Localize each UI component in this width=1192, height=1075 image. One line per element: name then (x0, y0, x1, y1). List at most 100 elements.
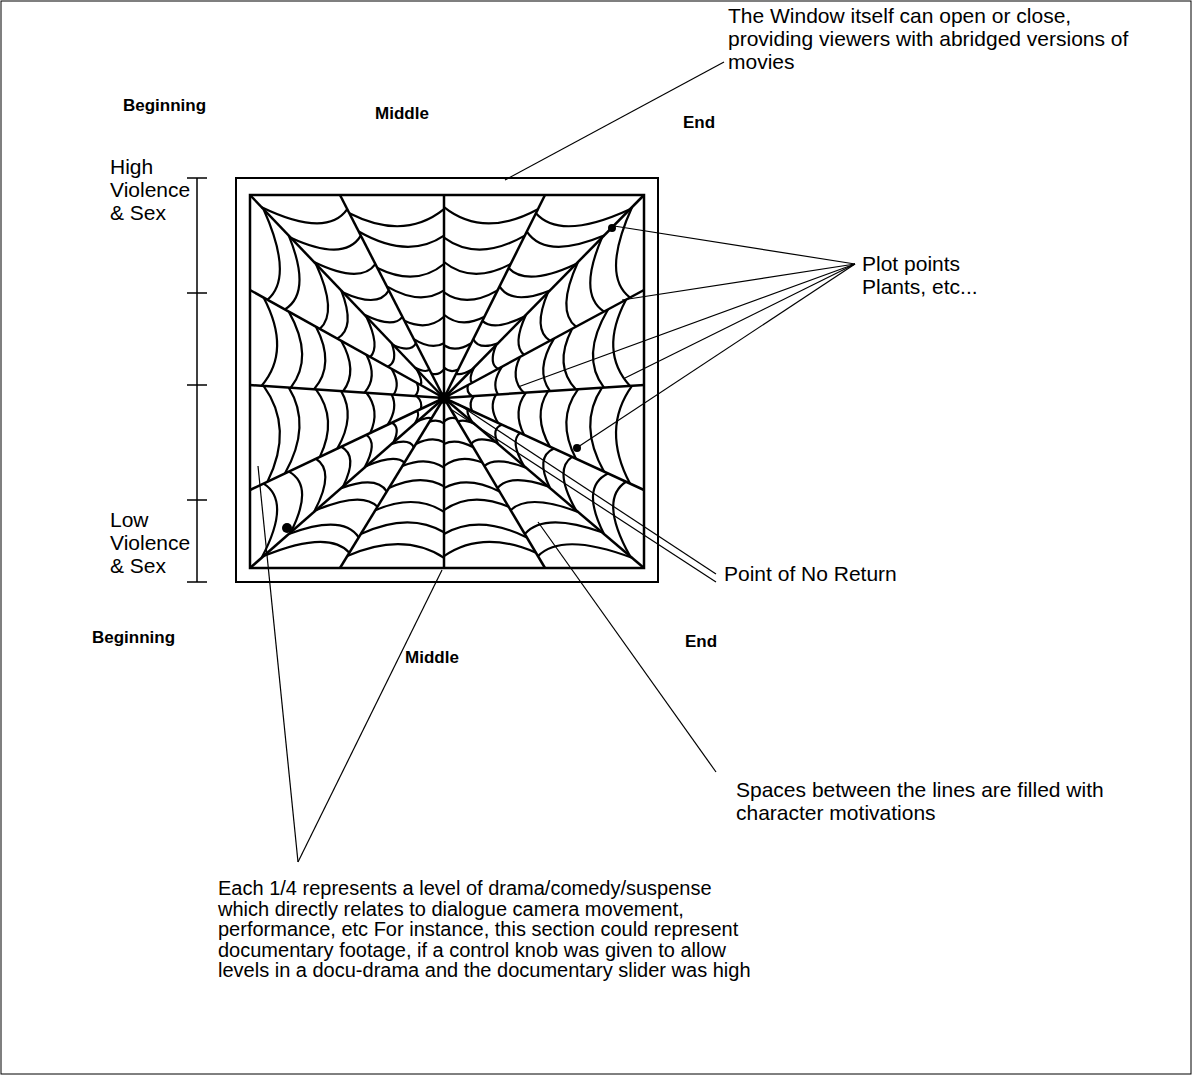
web-thread (392, 423, 397, 442)
web-thread (498, 480, 548, 488)
web-thread (415, 411, 418, 424)
web-thread (518, 393, 526, 435)
web-thread (543, 449, 554, 489)
web-thread (527, 232, 604, 247)
web-thread (509, 264, 576, 277)
web-thread (392, 442, 414, 448)
web-thread (392, 369, 397, 395)
web-spoke (444, 398, 644, 490)
web-thread (444, 262, 511, 274)
web-thread (444, 236, 525, 250)
web-thread (347, 544, 444, 558)
web-thread (444, 442, 473, 448)
web-thread (590, 238, 604, 312)
motivation-note: Spaces between the lines are filled with… (736, 778, 1181, 824)
web-thread (444, 500, 509, 511)
web-thread (566, 262, 578, 327)
axis-label: End (685, 632, 717, 652)
scale-label: High Violence & Sex (110, 155, 202, 224)
web-thread (482, 317, 524, 326)
point-of-no-return-note-slot: Point of No Return (724, 562, 897, 585)
web-thread (444, 315, 484, 323)
web-spoke (250, 290, 444, 398)
web-thread (471, 368, 474, 383)
web-thread (541, 292, 550, 340)
axis-label: Beginning (123, 96, 206, 116)
web-thread (593, 309, 608, 387)
web-thread (366, 459, 404, 466)
web-thread (511, 502, 578, 512)
web-thread (387, 286, 444, 297)
web-thread (493, 395, 498, 423)
web-thread (375, 502, 444, 512)
web-thread (388, 343, 395, 366)
web-thread (316, 264, 328, 329)
web-thread (467, 385, 472, 396)
axis-label-slot: Beginning (123, 96, 206, 116)
web-thread (377, 264, 444, 277)
point-of-no-return-note: Point of No Return (724, 562, 897, 585)
plot-point-dots (282, 224, 616, 533)
window-inner (250, 195, 644, 568)
web-thread (341, 447, 350, 487)
web-thread (518, 315, 526, 355)
web-thread (538, 544, 632, 558)
web-thread (543, 339, 554, 392)
web-thread (495, 367, 502, 395)
web-thread (361, 522, 444, 534)
web-thread (359, 232, 444, 247)
web-thread (314, 262, 375, 274)
web-thread (285, 236, 300, 310)
web-spoke (340, 195, 444, 398)
scale-bracket (187, 178, 207, 582)
web-thread (402, 461, 444, 467)
scale-label-slot: Low Violence & Sex (110, 508, 202, 577)
web-thread (444, 482, 500, 491)
web-thread (414, 339, 444, 346)
web-thread (417, 370, 421, 385)
web-thread (471, 439, 496, 444)
quarter-note-slot: Each 1/4 represents a level of drama/com… (218, 878, 758, 981)
web-thread (341, 341, 350, 391)
axis-label: Middle (375, 104, 429, 124)
web-thread (289, 312, 302, 388)
web-thread (285, 388, 300, 474)
web-thread (366, 393, 374, 433)
quarter-note: Each 1/4 represents a level of drama/com… (218, 878, 758, 981)
web-thread (417, 418, 432, 422)
web-thread (337, 290, 347, 338)
web-thread (289, 525, 359, 538)
web-thread (444, 525, 527, 538)
web-thread (429, 421, 444, 424)
axis-label-slot: End (683, 113, 715, 133)
leader-lines (258, 62, 855, 862)
web-thread (444, 418, 456, 422)
web-thread (471, 396, 474, 411)
web-thread (536, 209, 630, 226)
web-thread (590, 388, 604, 472)
spider-web (250, 195, 644, 568)
scale-label: Low Violence & Sex (110, 508, 202, 577)
web-thread (316, 500, 377, 511)
window-frame (236, 178, 658, 582)
web-thread (291, 236, 361, 250)
web-spoke (444, 290, 644, 398)
web-thread (364, 355, 371, 393)
web-thread (314, 327, 325, 390)
window-note-slot: The Window itself can open or close, pro… (728, 4, 1158, 73)
web-spoke (340, 398, 444, 568)
web-thread (564, 329, 576, 390)
web-thread (388, 394, 395, 424)
web-thread (415, 368, 430, 371)
web-thread (493, 345, 498, 369)
web-thread (444, 459, 482, 466)
web-thread (444, 542, 536, 556)
web-thread (525, 522, 602, 534)
web-thread (262, 298, 277, 386)
web-thread (314, 459, 325, 512)
web-thread (473, 339, 498, 346)
web-thread (613, 300, 630, 386)
web-thread (417, 396, 421, 409)
